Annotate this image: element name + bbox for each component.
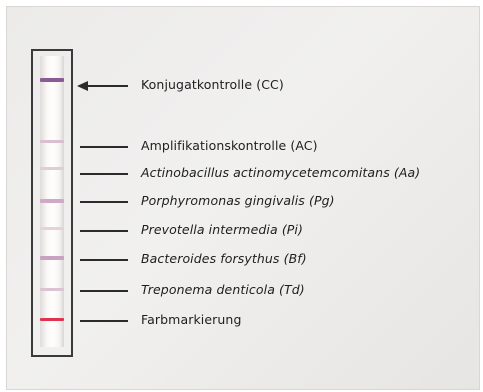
label-cc: Konjugatkontrolle (CC) (141, 77, 284, 92)
leader-line-pg (80, 201, 128, 203)
cc-arrow-line (86, 85, 128, 87)
leader-line-bf (80, 259, 128, 261)
label-td: Treponema denticola (Td) (141, 282, 305, 297)
band-ac (40, 140, 64, 143)
label-pi: Prevotella intermedia (Pi) (141, 222, 303, 237)
band-cc (40, 78, 64, 82)
label-bf: Bacteroides forsythus (Bf) (141, 251, 307, 266)
band-pg (40, 199, 64, 203)
band-bf (40, 256, 64, 260)
arrow-left-icon (77, 81, 88, 91)
band-farb (40, 318, 64, 321)
band-pi (40, 227, 64, 230)
label-pg: Porphyromonas gingivalis (Pg) (141, 193, 335, 208)
label-aa: Actinobacillus actinomycetemcomitans (Aa… (141, 165, 420, 180)
leader-line-td (80, 290, 128, 292)
leader-line-aa (80, 173, 128, 175)
leader-line-pi (80, 230, 128, 232)
leader-line-ac (80, 146, 128, 148)
leader-line-farb (80, 320, 128, 322)
label-ac: Amplifikationskontrolle (AC) (141, 138, 318, 153)
band-aa (40, 167, 64, 170)
label-farb: Farbmarkierung (141, 312, 241, 327)
band-td (40, 288, 64, 291)
